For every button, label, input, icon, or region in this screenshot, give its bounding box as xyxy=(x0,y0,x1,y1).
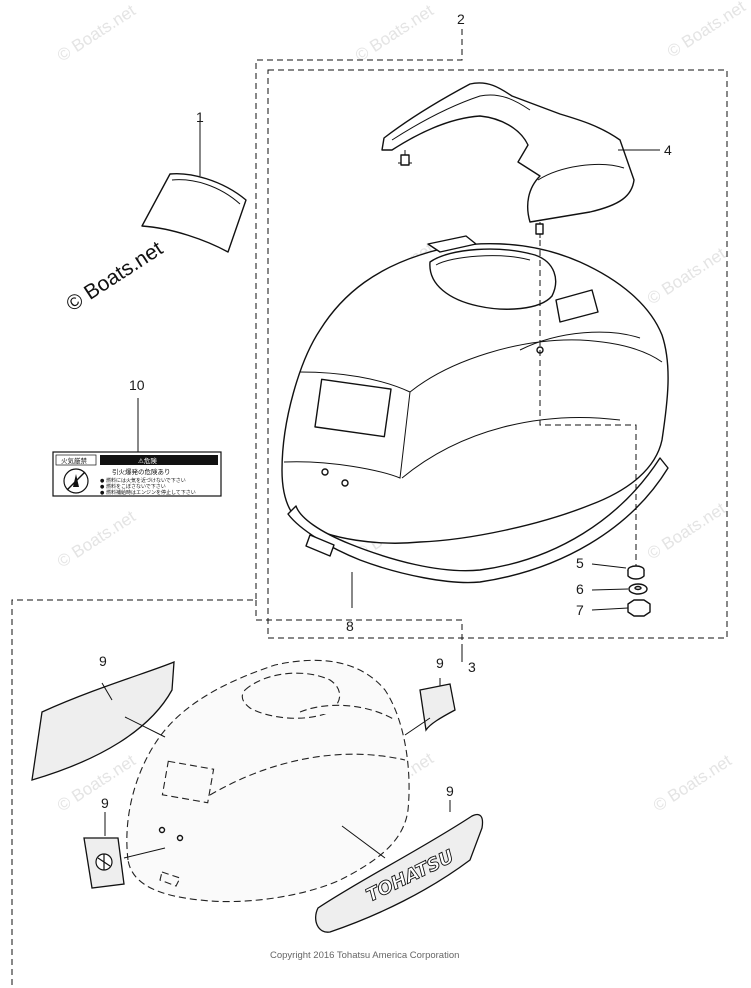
callout-8: 8 xyxy=(346,618,354,634)
watermark: © Boats.net xyxy=(54,507,139,572)
part-1-pad xyxy=(141,120,247,253)
part-5-grommet xyxy=(591,563,645,580)
callout-7: 7 xyxy=(576,602,584,618)
callout-1: 1 xyxy=(196,109,204,125)
watermark: © Boats.net xyxy=(54,1,139,66)
callout-10: 10 xyxy=(129,377,145,393)
copyright-text: Copyright 2016 Tohatsu America Corporati… xyxy=(270,950,459,961)
part-2-top-cowl xyxy=(281,235,669,544)
group-box-2-inner xyxy=(267,69,728,639)
warning-label-right-header: ⚠危険 xyxy=(138,456,157,465)
group-box-3 xyxy=(255,600,463,650)
decal-small-flag xyxy=(419,683,456,732)
callout-6: 6 xyxy=(576,581,584,597)
watermark-prominent: © Boats.net xyxy=(62,237,167,316)
warning-label-line: ● 燃料補給時はエンジンを停止して下さい xyxy=(100,489,196,496)
decal-left-stripe xyxy=(31,660,175,781)
watermark: © Boats.net xyxy=(644,244,729,309)
watermark: © Boats.net xyxy=(664,0,749,61)
callout-layer: 1 2 3 4 5 6 7 8 9 9 9 9 10 xyxy=(99,11,672,811)
part-4-upper-cover xyxy=(381,82,660,238)
stud-line xyxy=(539,240,637,568)
warning-label-title: 引火爆発の危険あり xyxy=(112,467,171,476)
part-7-nut xyxy=(591,599,651,617)
part-8-seal xyxy=(287,457,669,608)
watermark: © Boats.net xyxy=(644,499,729,564)
decal-brand-stripe xyxy=(315,813,484,933)
watermark: © Boats.net xyxy=(650,751,735,816)
flame-icon xyxy=(73,474,79,487)
group-box-2 xyxy=(11,29,463,985)
callout-3: 3 xyxy=(468,659,476,675)
callout-2: 2 xyxy=(457,11,465,27)
callout-4: 4 xyxy=(664,142,672,158)
part-10-warning-label: 火気厳禁 ⚠危険 引火爆発の危険あり ● 燃料には火気を近づけないで下さい ● … xyxy=(52,398,222,497)
callout-9: 9 xyxy=(446,783,454,799)
warning-label-left-header: 火気厳禁 xyxy=(61,456,88,465)
warning-label-line: ● 燃料には火気を近づけないで下さい xyxy=(100,477,186,484)
part-6-washer xyxy=(591,583,648,595)
warning-label-line: ● 燃料をこぼさないで下さい xyxy=(100,483,166,490)
part-3-decal-set: TOHATSU xyxy=(31,659,484,933)
callout-9: 9 xyxy=(101,795,109,811)
callout-9: 9 xyxy=(99,653,107,669)
callout-5: 5 xyxy=(576,555,584,571)
callout-9: 9 xyxy=(436,655,444,671)
watermark: © Boats.net xyxy=(352,1,437,66)
